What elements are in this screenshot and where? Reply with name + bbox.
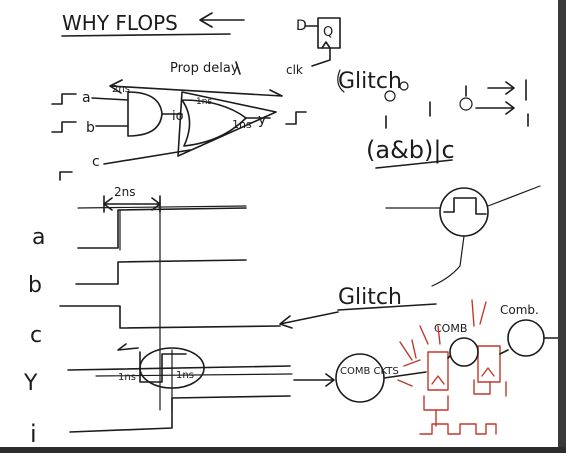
mark-1ns-left: 1ns bbox=[118, 372, 136, 383]
signal-i-label: i bbox=[30, 420, 37, 448]
comb-cloud-circle bbox=[336, 354, 384, 402]
glitch-mid-arrow bbox=[280, 312, 338, 328]
gate-input-c: c bbox=[92, 154, 100, 170]
signal-y-label: Y bbox=[23, 371, 38, 396]
pipeline-sketch: COMB CKTS COMB Comb. bbox=[294, 300, 560, 434]
wave-c bbox=[60, 172, 72, 180]
expression-text: (a&b)|c bbox=[366, 136, 455, 164]
timing-diagram: 2ns a b c Y i 1ns 1ns bbox=[23, 185, 292, 448]
truth-arrow-2 bbox=[476, 102, 514, 114]
prop-delay-arrow bbox=[110, 80, 282, 96]
right-window-edge bbox=[558, 0, 566, 453]
flop-symbol: D Q clk bbox=[286, 18, 340, 77]
truth-arrow-1 bbox=[488, 82, 514, 94]
and-gate bbox=[128, 92, 162, 136]
prop-delay-label: Prop delay bbox=[170, 61, 239, 76]
delay-1ns-b-label: 1ns bbox=[232, 118, 252, 131]
delay-2ns-label: 2ns bbox=[112, 84, 130, 95]
bottom-window-edge bbox=[0, 447, 566, 453]
signal-a-wave bbox=[78, 208, 246, 248]
glitch-top-label: Glitch bbox=[338, 69, 402, 94]
gate-input-a: a bbox=[82, 90, 91, 106]
glitch-pulse bbox=[444, 198, 486, 214]
signal-a-label: a bbox=[32, 225, 45, 250]
title-arrow bbox=[200, 13, 244, 27]
timing-span-label: 2ns bbox=[114, 185, 136, 199]
internal-node-label: io bbox=[172, 109, 184, 124]
wave-y-out bbox=[286, 112, 306, 124]
flop-q-label: Q bbox=[323, 25, 333, 40]
gate-input-b: b bbox=[86, 120, 95, 136]
comb-2-label: Comb. bbox=[500, 303, 539, 317]
flop-clk-label: clk bbox=[286, 63, 303, 77]
wave-b bbox=[52, 122, 76, 132]
comb-circle-1 bbox=[450, 338, 478, 366]
glitch-link bbox=[432, 236, 464, 286]
pipe-flop-2 bbox=[478, 346, 500, 382]
wave-a bbox=[52, 94, 76, 104]
signal-b-label: b bbox=[28, 273, 42, 298]
signal-c-wave bbox=[60, 306, 280, 328]
signal-c-label: c bbox=[30, 323, 42, 348]
clock-waveform bbox=[420, 424, 496, 434]
mark-1ns-right: 1ns bbox=[176, 370, 194, 381]
signal-i-wave bbox=[70, 396, 290, 432]
title-text: WHY FLOPS bbox=[62, 11, 178, 35]
flop-d-label: D bbox=[296, 18, 307, 34]
comb-cloud-label: COMB CKTS bbox=[340, 366, 399, 377]
gate-output-y: y bbox=[258, 112, 266, 128]
gate-schematic: a b c 2ns io 1ns 1ns y bbox=[52, 84, 306, 180]
pipe-flop-1 bbox=[428, 352, 448, 390]
comb-circle-2 bbox=[508, 320, 544, 356]
signal-b-wave bbox=[76, 260, 246, 284]
